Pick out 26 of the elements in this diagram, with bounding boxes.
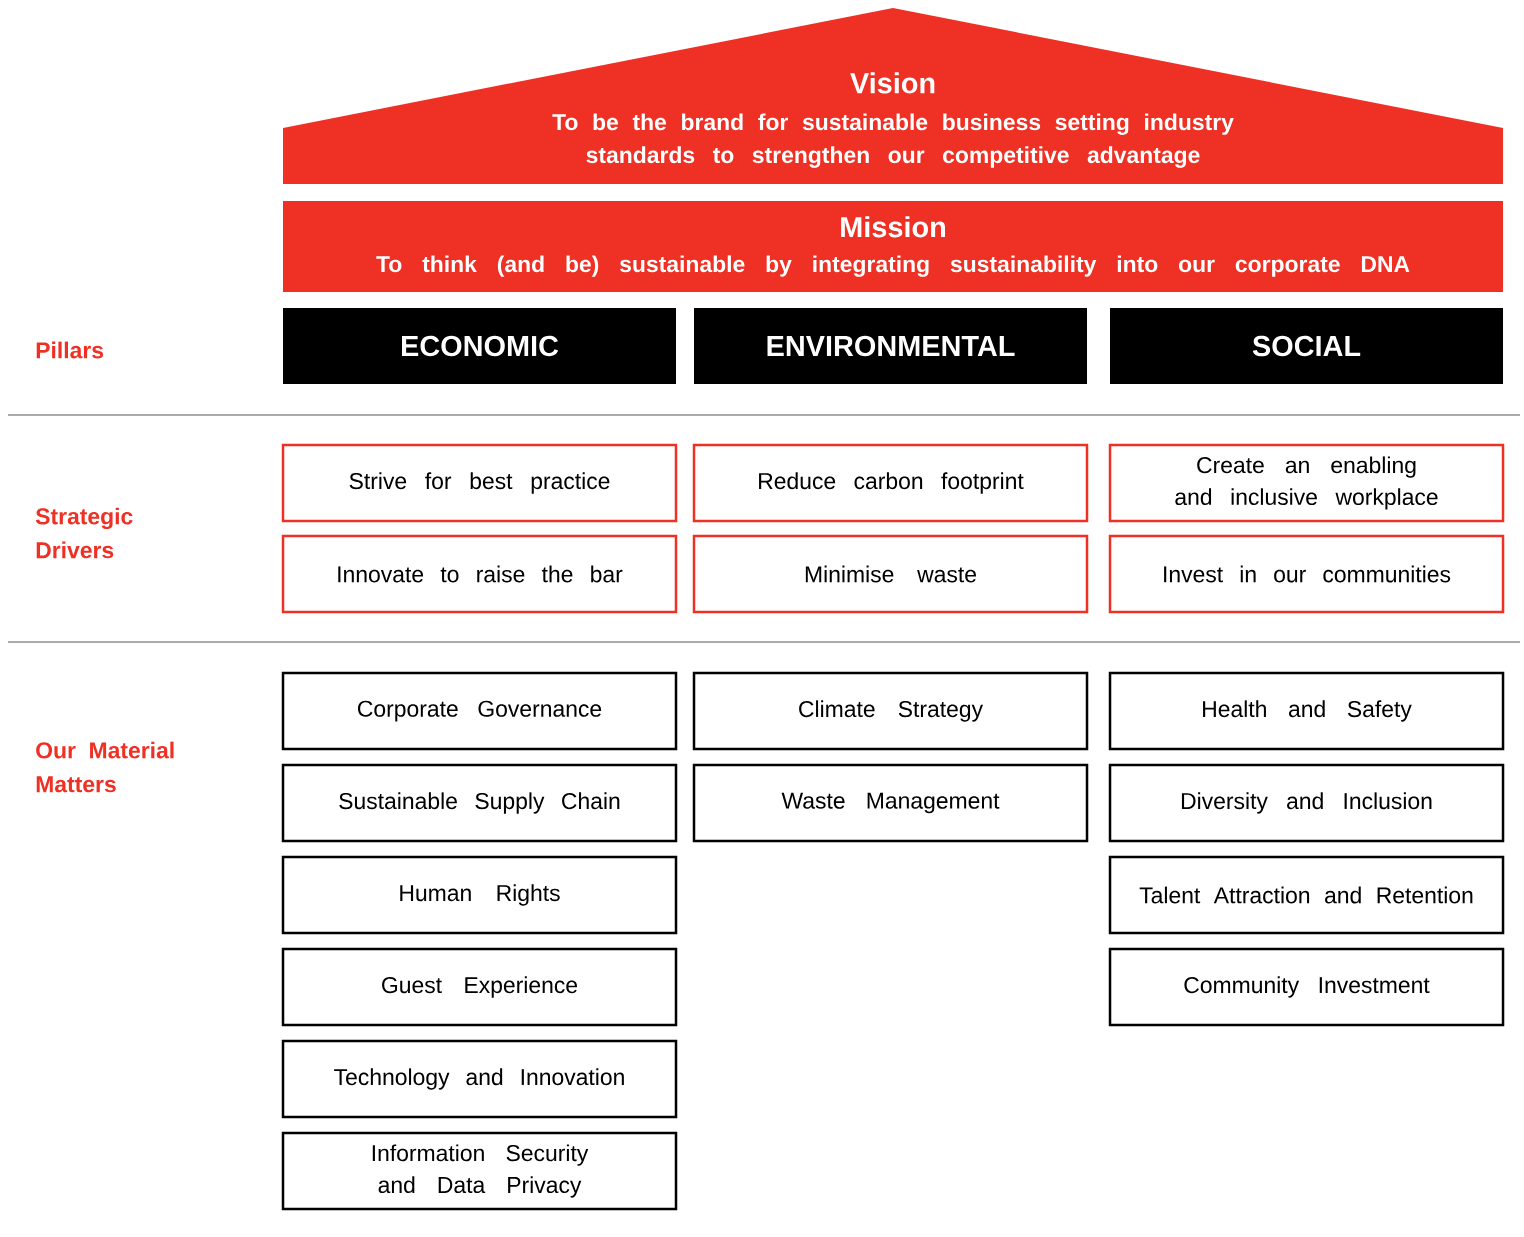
section-label: Pillars bbox=[36, 341, 104, 359]
driver-box: Strive for best practice bbox=[281, 443, 678, 523]
driver-box: Minimise waste bbox=[692, 534, 1089, 614]
driver-box: Invest in our communities bbox=[1108, 534, 1505, 614]
section-label: Strategic Drivers bbox=[35, 507, 133, 559]
matter-box: Waste Management bbox=[692, 763, 1089, 843]
matter-box: Guest Experience bbox=[281, 947, 678, 1027]
matter-box: Technology and Innovation bbox=[281, 1039, 678, 1119]
matter-box: Information Security and Data Privacy bbox=[281, 1131, 678, 1211]
section-label: Our Material Matters bbox=[36, 741, 174, 793]
mission-banner: Mission To think (and be) sustainable by integrating sustainability into our corporate DNA bbox=[283, 201, 1503, 292]
matter-box: Human Rights bbox=[281, 855, 678, 935]
pillar-box: ECONOMIC bbox=[283, 308, 676, 384]
matter-box: Sustainable Supply Chain bbox=[281, 763, 678, 843]
driver-box: Innovate to raise the bar bbox=[281, 534, 678, 614]
driver-box: Create an enabling and inclusive workplace bbox=[1108, 443, 1505, 523]
matter-box: Diversity and Inclusion bbox=[1108, 763, 1505, 843]
pillar-box: ENVIRONMENTAL bbox=[694, 308, 1087, 384]
pillar-box: SOCIAL bbox=[1110, 308, 1503, 384]
vision-roof: Vision To be the brand for sustainable business setting industry standards to strengthen our competitive advantage bbox=[283, 8, 1503, 184]
matter-box: Community Investment bbox=[1108, 947, 1505, 1027]
matter-box: Climate Strategy bbox=[692, 671, 1089, 751]
matter-box: Corporate Governance bbox=[281, 671, 678, 751]
matter-box: Health and Safety bbox=[1108, 671, 1505, 751]
matter-box: Talent Attraction and Retention bbox=[1108, 855, 1505, 935]
driver-box: Reduce carbon footprint bbox=[692, 443, 1089, 523]
